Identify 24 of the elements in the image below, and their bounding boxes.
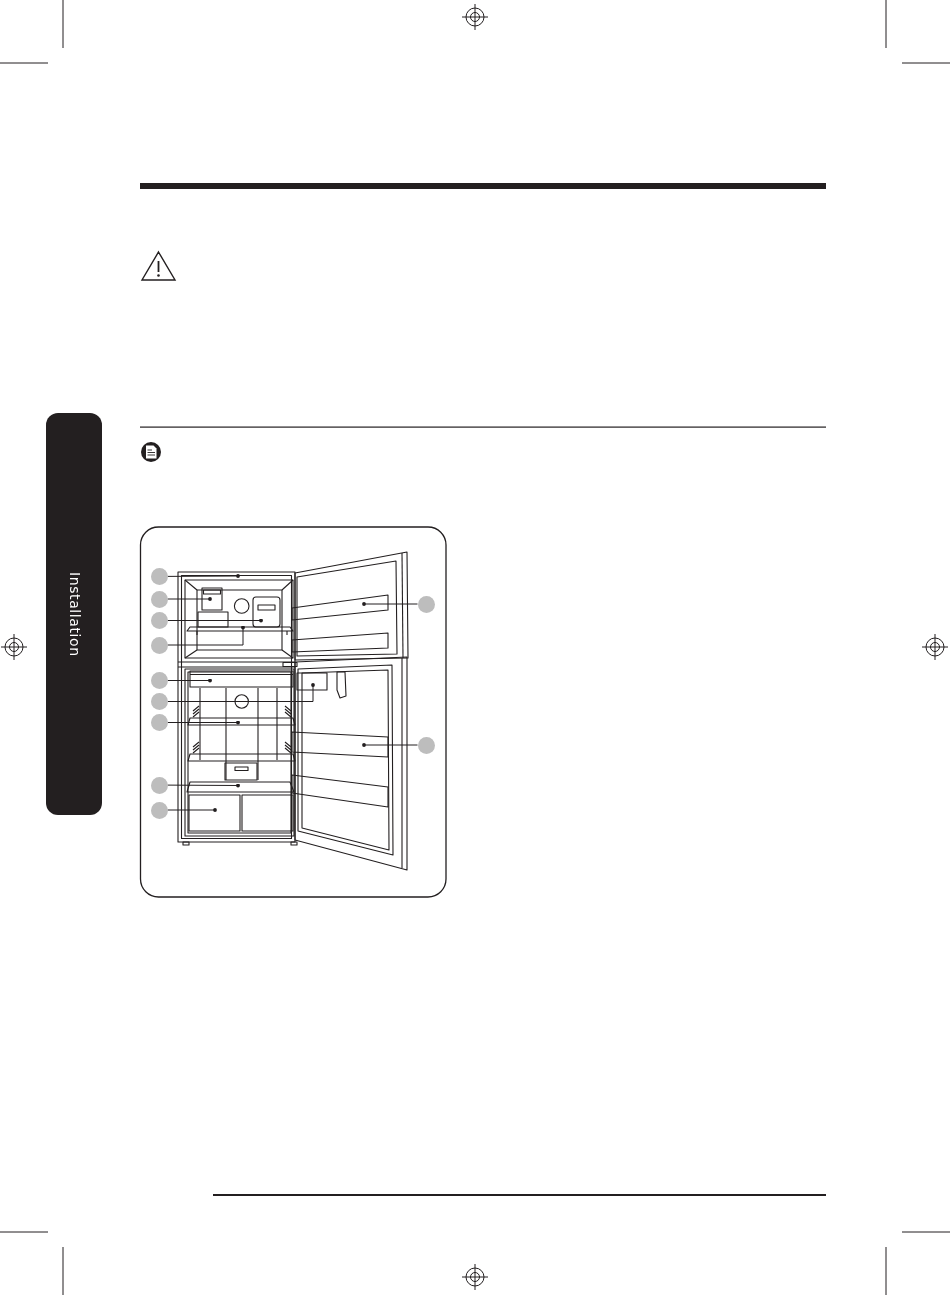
leader-line <box>167 597 212 601</box>
callout-circle <box>417 736 435 754</box>
callout-circle <box>150 714 168 731</box>
leader-line <box>167 783 240 788</box>
callout-circle <box>150 672 168 689</box>
leader-line <box>167 678 212 683</box>
leader-line <box>362 602 418 606</box>
callout-circle <box>150 568 168 585</box>
callout-circle <box>150 636 168 654</box>
section-tab <box>46 413 102 815</box>
leader-line <box>362 743 418 747</box>
callout-circle <box>150 693 168 710</box>
leader-line <box>167 720 240 725</box>
leader-line <box>167 625 245 646</box>
callout-circle <box>417 595 435 613</box>
section-tab-label: Installation <box>66 571 82 657</box>
leader-line <box>167 808 217 812</box>
callout-circle <box>150 776 168 794</box>
callout-circle <box>150 612 168 629</box>
leader-line <box>167 574 240 578</box>
callout-circle <box>150 590 168 608</box>
callout-circle <box>150 801 168 819</box>
leader-line <box>167 683 315 702</box>
leader-line <box>167 618 263 623</box>
